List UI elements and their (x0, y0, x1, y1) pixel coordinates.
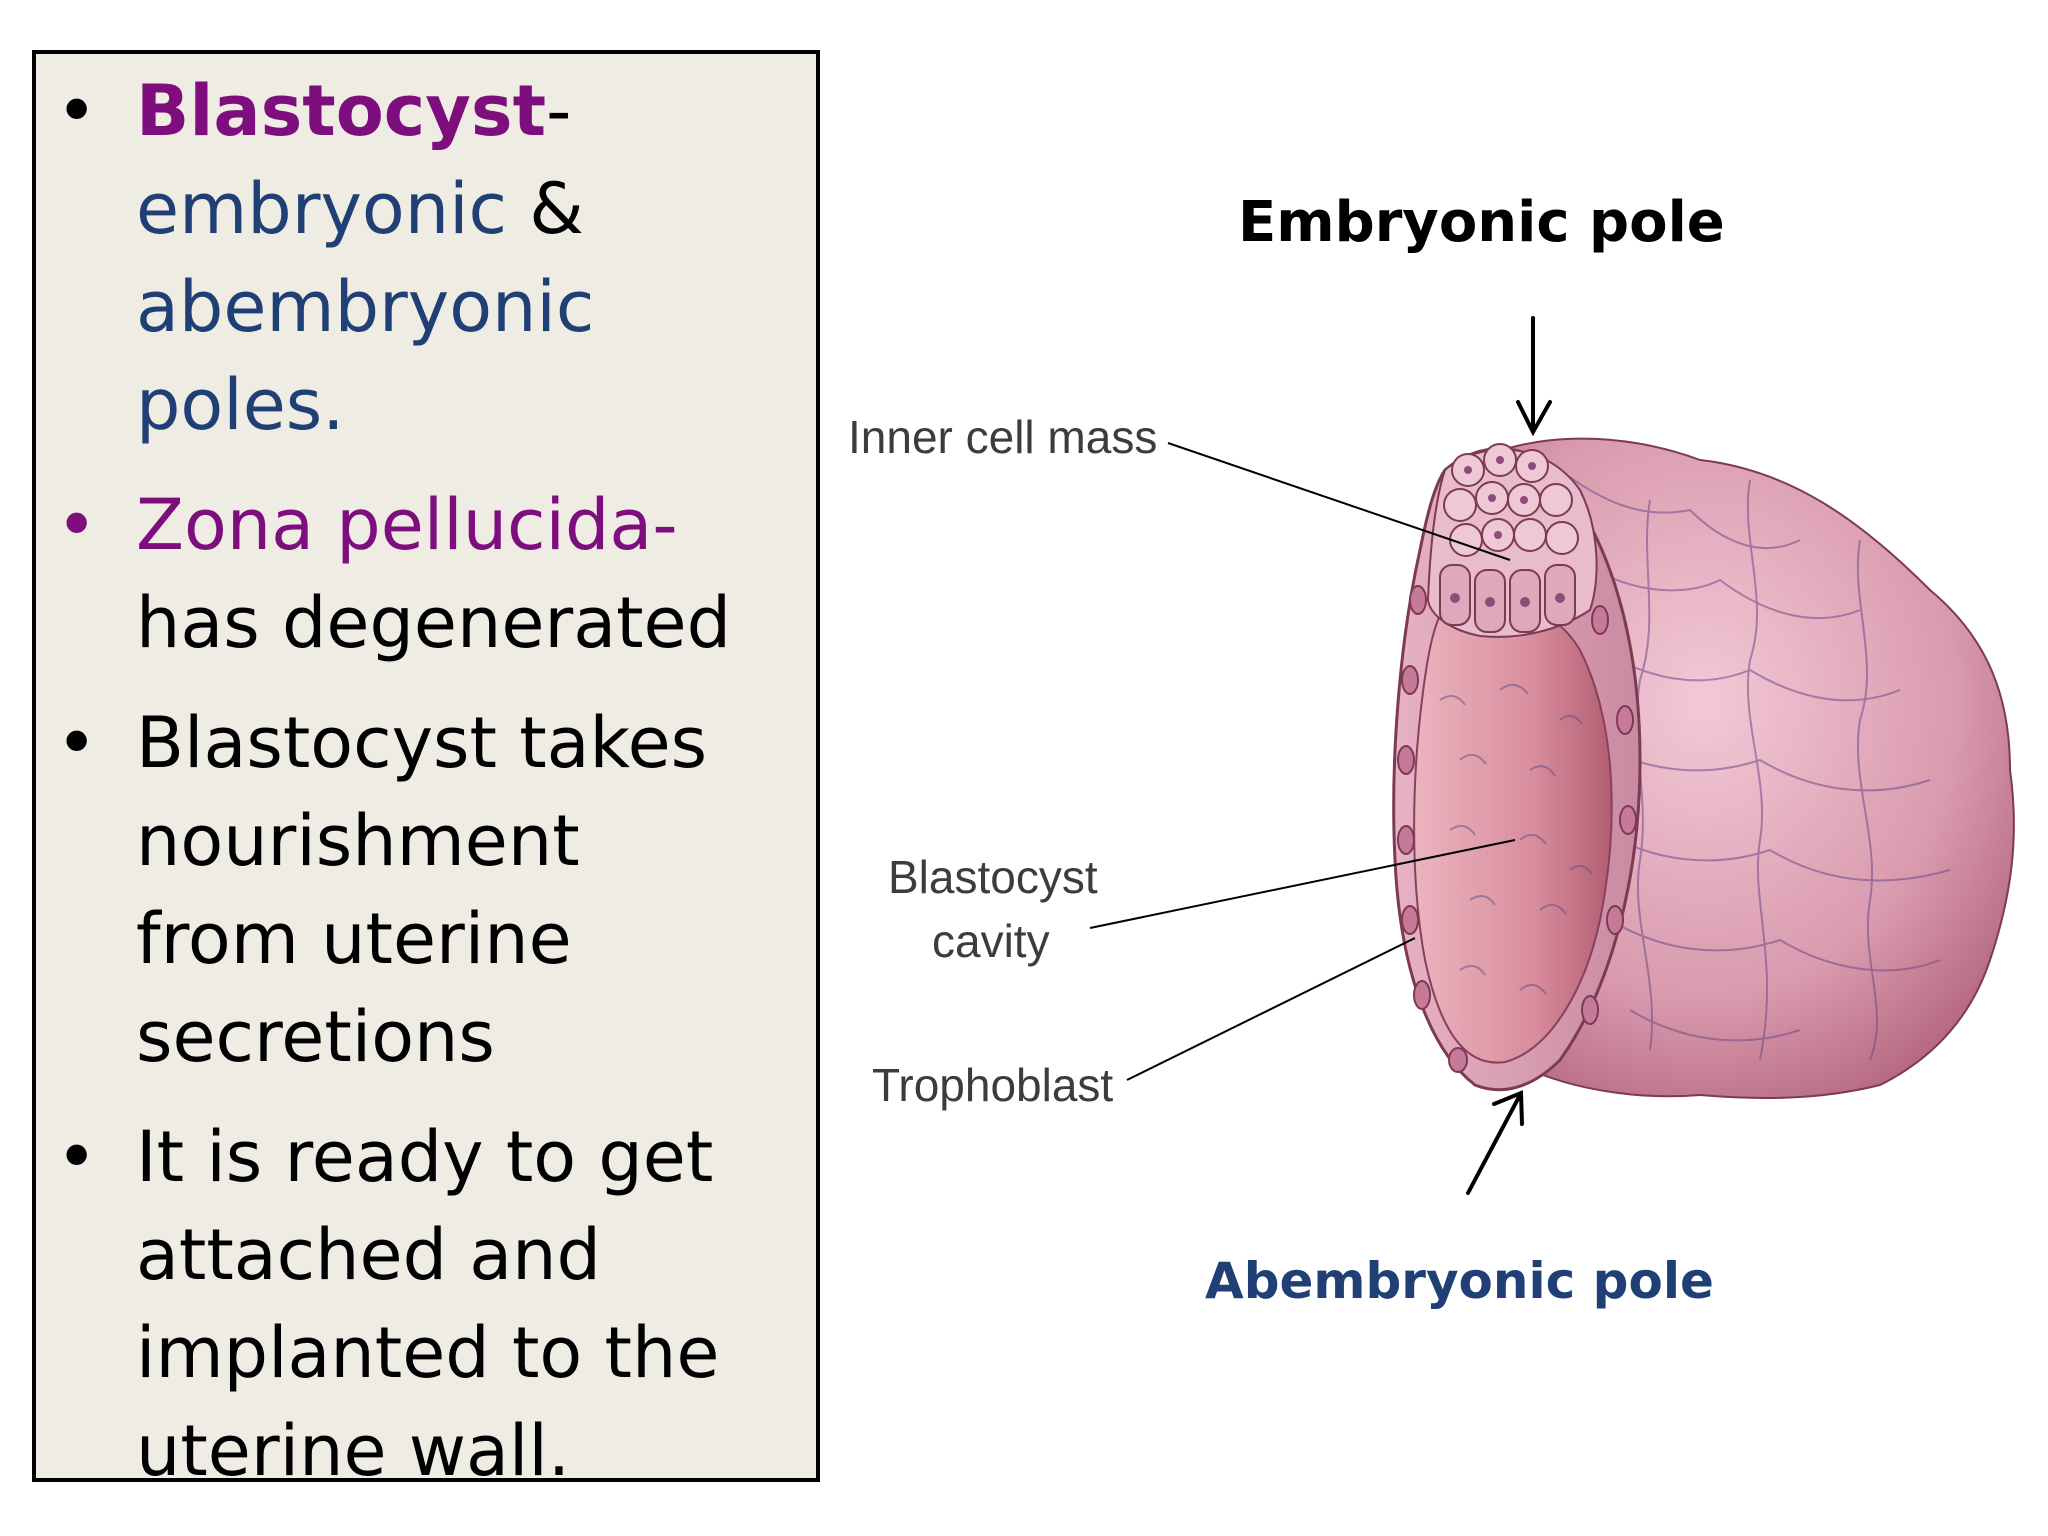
bullet-text: - (546, 70, 572, 152)
bullet-text: poles. (136, 364, 345, 446)
blastocyst-cavity (1413, 595, 1613, 1064)
bullet-dot: • (56, 702, 98, 784)
bullet-text: & (507, 168, 607, 250)
bullet-zona-pellucida: • Zona pellucida- has degenerated (36, 476, 816, 672)
bullet-text: Blastocyst takes (136, 702, 708, 784)
trophoblast-cells (1397, 585, 1637, 1073)
leader-lines (1089, 442, 1516, 1081)
bullet-implantation: • It is ready to get attached and implan… (36, 1108, 816, 1482)
bullet-blastocyst-poles: • Blastocyst- embryonic & abembryonic po… (36, 62, 816, 454)
bullet-text: Blastocyst (136, 70, 547, 152)
abembryonic-pole-label: Abembryonic pole (1205, 1252, 1714, 1310)
bullet-list: • Blastocyst- embryonic & abembryonic po… (36, 62, 816, 1482)
embryonic-pole-label: Embryonic pole (1238, 190, 1725, 255)
bullet-text: nourishment (136, 800, 580, 882)
inner-cell-mass-leader (1167, 442, 1511, 561)
trophoblast-leader (1126, 937, 1416, 1081)
abembryonic-pole-arrow (1466, 1090, 1524, 1195)
cavity-texture (1439, 683, 1593, 995)
bullet-text-box: • Blastocyst- embryonic & abembryonic po… (32, 50, 820, 1482)
blastocyst-cavity-label-line2: cavity (932, 915, 1050, 967)
bullet-dot: • (56, 1116, 98, 1198)
bullet-text: uterine wall. (136, 1410, 571, 1482)
bullet-text: implanted to the (136, 1312, 720, 1394)
trophoblast-label: Trophoblast (872, 1059, 1114, 1111)
bullet-text: Zona pellucida- (136, 484, 678, 566)
inner-cell-mass-label: Inner cell mass (848, 411, 1158, 463)
bullet-text: It is ready to get (136, 1116, 714, 1198)
inner-cell-mass (1426, 443, 1598, 638)
bullet-text: from uterine (136, 898, 572, 980)
bullet-text: has degenerated (136, 582, 732, 664)
bullet-text: attached and (136, 1214, 601, 1296)
bullet-nourishment: • Blastocyst takes nourishment from uter… (36, 694, 816, 1086)
bullet-dot: • (56, 70, 98, 152)
blastocyst-cavity-label-line1: Blastocyst (888, 851, 1098, 903)
bullet-dot: • (56, 484, 98, 566)
embryonic-pole-arrow (1516, 316, 1552, 437)
bullet-text: secretions (136, 996, 495, 1078)
bullet-text: abembryonic (136, 266, 595, 348)
blastocyst-cavity-leader (1089, 839, 1516, 929)
bullet-text: embryonic (136, 168, 508, 250)
